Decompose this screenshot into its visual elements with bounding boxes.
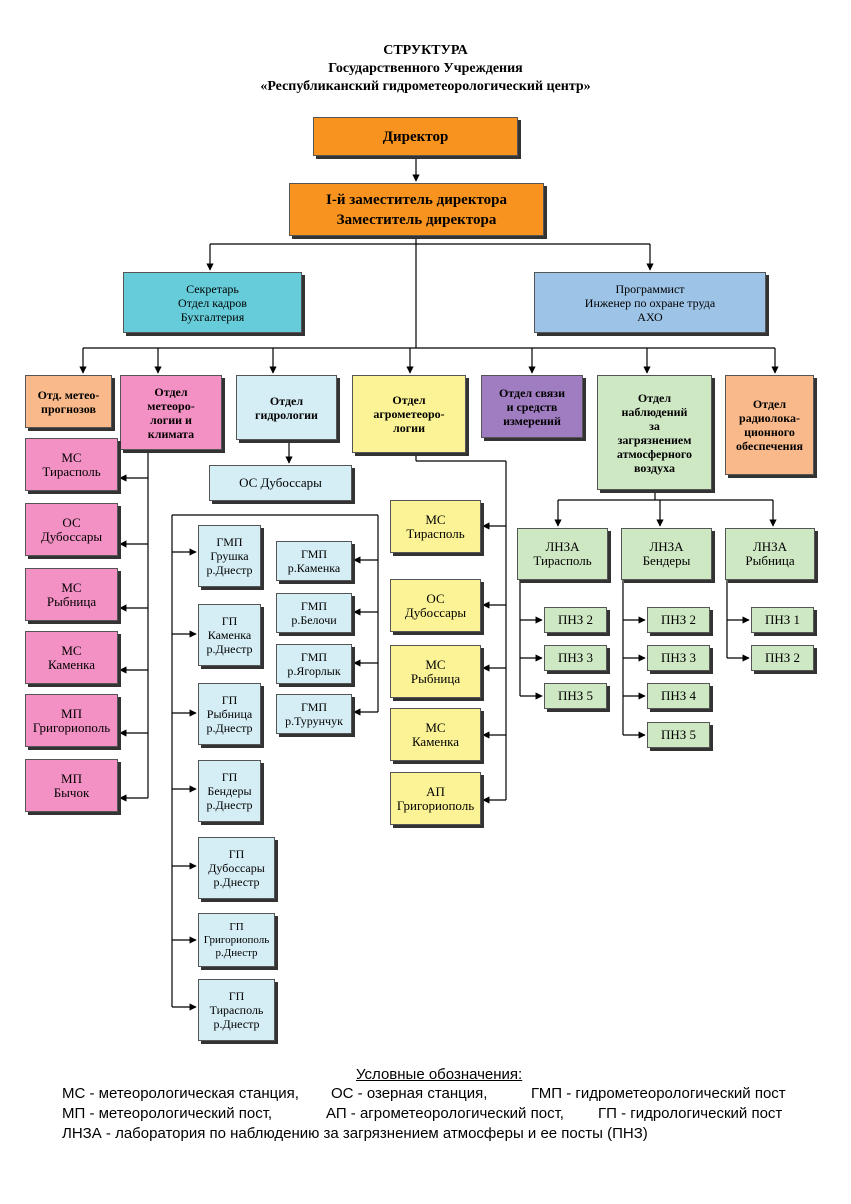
agro-station-box: МС Тирасполь bbox=[390, 500, 481, 553]
pnz-post-box: ПНЗ 5 bbox=[544, 683, 607, 709]
dept-communications-box: Отдел связи и средств измерений bbox=[481, 375, 583, 438]
hydro-post-box: ГМП Грушка р.Днестр bbox=[198, 525, 261, 587]
dept-hydrology-box: Отдел гидрологии bbox=[236, 375, 337, 440]
legend-entry: АП - агрометеорологический пост, bbox=[326, 1105, 564, 1122]
agro-station-box: ОС Дубоссары bbox=[390, 579, 481, 632]
pnz-post-box: ПНЗ 3 bbox=[647, 645, 710, 671]
pnz-post-box: ПНЗ 5 bbox=[647, 722, 710, 748]
agro-station-box: АП Григориополь bbox=[390, 772, 481, 825]
legend-entry: ОС - озерная станция, bbox=[331, 1085, 488, 1102]
hydro-post-box: ГП Тирасполь р.Днестр bbox=[198, 979, 275, 1041]
hydro-met-post-box: ГМП р.Ягорлык bbox=[276, 644, 352, 684]
hydro-post-box: ГП Дубоссары р.Днестр bbox=[198, 837, 275, 899]
meteo-station-box: МС Тирасполь bbox=[25, 438, 118, 491]
dept-forecast-box: Отд. метео- прогнозов bbox=[25, 375, 112, 428]
meteo-station-box: МП Григориополь bbox=[25, 694, 118, 747]
hydro-met-post-box: ГМП р.Каменка bbox=[276, 541, 352, 581]
legend-entry: МП - метеорологический пост, bbox=[62, 1105, 273, 1122]
hydro-met-post-box: ГМП р.Белочи bbox=[276, 593, 352, 633]
agro-station-box: МС Рыбница bbox=[390, 645, 481, 698]
lnza-box: ЛНЗА Бендеры bbox=[621, 528, 712, 580]
pnz-post-box: ПНЗ 4 bbox=[647, 683, 710, 709]
legend-entry: МС - метеорологическая станция, bbox=[62, 1085, 299, 1102]
chart-title-line2: Государственного Учреждения bbox=[328, 61, 523, 76]
hydro-post-box: ГП Бендеры р.Днестр bbox=[198, 760, 261, 822]
pnz-post-box: ПНЗ 2 bbox=[647, 607, 710, 633]
lnza-box: ЛНЗА Тирасполь bbox=[517, 528, 608, 580]
legend-title: Условные обозначения: bbox=[356, 1066, 523, 1083]
hydro-post-box: ГП Григориополь р.Днестр bbox=[198, 913, 275, 967]
programmer-box: Программист Инженер по охране труда АХО bbox=[534, 272, 766, 333]
chart-title-line3: «Республиканский гидрометеорологический … bbox=[260, 79, 591, 94]
meteo-station-box: МП Бычок bbox=[25, 759, 118, 812]
pnz-post-box: ПНЗ 3 bbox=[544, 645, 607, 671]
director-box: Директор bbox=[313, 117, 518, 156]
agro-station-box: МС Каменка bbox=[390, 708, 481, 761]
dept-agrometeorology-box: Отдел агрометеоро- логии bbox=[352, 375, 466, 453]
dept-meteorology-box: Отдел метеоро- логии и климата bbox=[120, 375, 222, 450]
legend-entry: ГП - гидрологический пост bbox=[598, 1105, 783, 1122]
meteo-station-box: МС Рыбница bbox=[25, 568, 118, 621]
deputy-director-box: I-й заместитель директора Заместитель ди… bbox=[289, 183, 544, 236]
chart-title-line1: СТРУКТУРА bbox=[383, 43, 468, 58]
hydro-post-box: ГП Рыбница р.Днестр bbox=[198, 683, 261, 745]
legend-entry: ЛНЗА - лаборатория по наблюдению за загр… bbox=[62, 1125, 648, 1142]
dept-observation-box: Отдел наблюдений за загрязнением атмосфе… bbox=[597, 375, 712, 490]
dept-radar-box: Отдел радиолока- ционного обеспечения bbox=[725, 375, 814, 475]
pnz-post-box: ПНЗ 1 bbox=[751, 607, 814, 633]
pnz-post-box: ПНЗ 2 bbox=[544, 607, 607, 633]
hydro-post-box: ГП Каменка р.Днестр bbox=[198, 604, 261, 666]
os-dubossary-box: ОС Дубоссары bbox=[209, 465, 352, 501]
hydro-met-post-box: ГМП р.Турунчук bbox=[276, 694, 352, 734]
meteo-station-box: ОС Дубоссары bbox=[25, 503, 118, 556]
meteo-station-box: МС Каменка bbox=[25, 631, 118, 684]
lnza-box: ЛНЗА Рыбница bbox=[725, 528, 815, 580]
pnz-post-box: ПНЗ 2 bbox=[751, 645, 814, 671]
legend-entry: ГМП - гидрометеорологический пост bbox=[531, 1085, 786, 1102]
secretary-box: Секретарь Отдел кадров Бухгалтерия bbox=[123, 272, 302, 333]
